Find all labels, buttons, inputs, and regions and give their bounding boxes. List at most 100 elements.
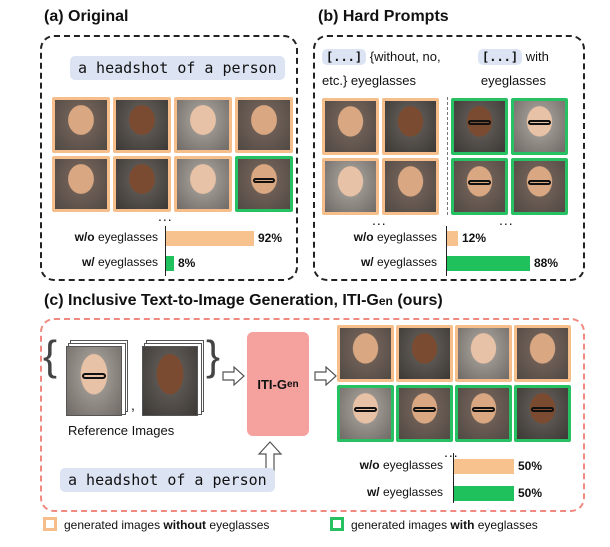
bar-wo — [447, 231, 458, 246]
generated-image-without-eyeglasses — [337, 325, 394, 382]
panel-b-ellipsis-left: ... — [372, 212, 387, 228]
generated-image-with-eyeglasses — [337, 385, 394, 442]
generated-image-without-eyeglasses — [382, 158, 439, 215]
panel-c-frame — [40, 318, 585, 512]
generated-image-without-eyeglasses — [174, 97, 232, 153]
panel-b-bar-axis — [446, 226, 447, 276]
generated-image-with-eyeglasses — [235, 156, 293, 212]
panel-b-left-prompt: [...] {without, no, etc.} eyeglasses — [322, 45, 441, 93]
reference-image-2 — [142, 346, 198, 416]
panel-b-left-text-2: etc.} eyeglasses — [322, 73, 416, 88]
reference-image-stack-2 — [142, 340, 204, 416]
panel-c-ellipsis: ... — [444, 444, 459, 460]
panel-a-bar-axis — [165, 226, 166, 276]
bar-w — [166, 256, 174, 271]
bar-value-label: 50% — [518, 459, 543, 473]
panel-b-title: (b) Hard Prompts — [318, 8, 449, 25]
eyeglasses-icon — [468, 120, 491, 125]
reference-image-1 — [66, 346, 122, 416]
left-brace: { — [43, 332, 58, 379]
panel-a-title: (a) Original — [44, 8, 129, 25]
panel-b-ellipsis-right: ... — [499, 212, 514, 228]
arrow-right-icon — [222, 366, 245, 386]
arrow-right-icon — [314, 366, 337, 386]
panel-c-title-main: (c) Inclusive Text-to-Image Generation, … — [44, 292, 379, 309]
panel-c-title: (c) Inclusive Text-to-Image Generation, … — [44, 292, 443, 310]
eyeglasses-icon — [528, 120, 551, 125]
generated-image-without-eyeglasses — [514, 325, 571, 382]
bar-value-label: 8% — [178, 256, 196, 270]
bar-w — [454, 486, 514, 501]
panel-b-right-text-1: with — [525, 49, 549, 64]
generated-image-without-eyeglasses — [322, 98, 379, 155]
bar-label-w: w/ eyeglasses — [81, 255, 158, 269]
panel-a-ellipsis: ... — [158, 208, 173, 224]
eyeglasses-icon — [354, 407, 377, 412]
placeholder-token-left: [...] — [322, 49, 367, 65]
generated-image-without-eyeglasses — [235, 97, 293, 153]
legend-without-suffix: eyeglasses — [206, 518, 270, 532]
panel-b-divider — [447, 97, 448, 215]
legend-without-bold: without — [163, 518, 207, 532]
eyeglasses-icon — [468, 180, 491, 185]
panel-b-right-text-2: eyeglasses — [480, 73, 546, 88]
reference-image-stack-1 — [66, 340, 128, 416]
generated-image-with-eyeglasses — [455, 385, 512, 442]
panel-a-frame — [40, 35, 298, 281]
generated-image-without-eyeglasses — [396, 325, 453, 382]
bar-value-label: 50% — [518, 486, 543, 500]
panel-c-title-smallcaps: en — [378, 294, 393, 308]
eyeglasses-icon — [531, 407, 554, 412]
generated-image-without-eyeglasses — [322, 158, 379, 215]
bar-value-label: 92% — [258, 231, 283, 245]
legend-with-text: generated images with eyeglasses — [351, 518, 538, 532]
bar-wo — [166, 231, 254, 246]
legend-without-prefix: generated images — [64, 518, 164, 532]
legend-with-bold: with — [450, 518, 475, 532]
generated-image-without-eyeglasses — [52, 97, 110, 153]
legend-with-prefix: generated images — [351, 518, 451, 532]
iti-gen-module-smallcaps: en — [286, 378, 299, 390]
generated-image-with-eyeglasses — [511, 158, 568, 215]
generated-image-with-eyeglasses — [511, 98, 568, 155]
generated-image-without-eyeglasses — [52, 156, 110, 212]
right-brace: } — [206, 332, 221, 379]
generated-image-with-eyeglasses — [451, 158, 508, 215]
eyeglasses-icon — [252, 178, 276, 183]
reference-comma: , — [131, 397, 135, 413]
eyeglasses-icon — [472, 407, 495, 412]
placeholder-token-right: [...] — [478, 49, 523, 65]
generated-image-without-eyeglasses — [174, 156, 232, 212]
bar-label-wo: w/o eyeglasses — [353, 230, 437, 244]
generated-image-with-eyeglasses — [451, 98, 508, 155]
generated-image-without-eyeglasses — [455, 325, 512, 382]
generated-image-with-eyeglasses — [396, 385, 453, 442]
generated-image-without-eyeglasses — [113, 97, 171, 153]
reference-images-label: Reference Images — [68, 423, 175, 438]
eyeglasses-icon — [413, 407, 436, 412]
bar-wo — [454, 459, 514, 474]
panel-b-right-prompt: [...] with eyeglasses — [478, 45, 549, 93]
bar-label-wo: w/o eyeglasses — [74, 230, 158, 244]
generated-image-with-eyeglasses — [514, 385, 571, 442]
bar-w — [447, 256, 530, 271]
panel-c-bar-axis — [453, 453, 454, 503]
panel-b-left-text-1: {without, no, — [369, 49, 441, 64]
bar-label-w: w/ eyeglasses — [366, 485, 443, 499]
legend-without-text: generated images without eyeglasses — [64, 518, 269, 532]
legend-with-swatch — [330, 517, 344, 531]
panel-b-frame — [313, 35, 585, 281]
bar-label-wo: w/o eyeglasses — [359, 458, 443, 472]
bar-label-w: w/ eyeglasses — [360, 255, 437, 269]
panel-a-prompt: a headshot of a person — [70, 56, 285, 80]
panel-c-prompt: a headshot of a person — [60, 468, 275, 492]
iti-gen-module-label: ITI-G — [257, 376, 287, 392]
eyeglasses-icon — [528, 180, 551, 185]
bar-value-label: 12% — [462, 231, 487, 245]
panel-c-title-end: (ours) — [392, 292, 443, 309]
bar-value-label: 88% — [534, 256, 559, 270]
generated-image-without-eyeglasses — [382, 98, 439, 155]
generated-image-without-eyeglasses — [113, 156, 171, 212]
legend-with-suffix: eyeglasses — [474, 518, 538, 532]
